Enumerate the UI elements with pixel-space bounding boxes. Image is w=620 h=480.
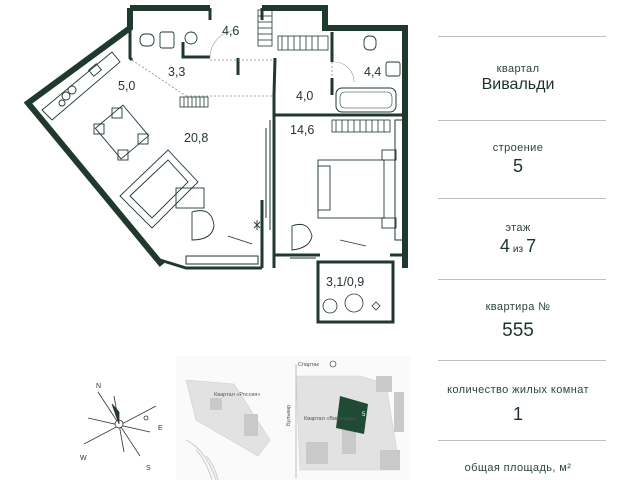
divider	[438, 120, 606, 121]
room-area-hall-top: 4,6	[222, 24, 239, 38]
building-value: 5	[512, 156, 523, 176]
floor-total: 7	[526, 236, 537, 256]
room-area-hallway: 4,0	[296, 89, 313, 103]
room-area-bath-small: 3,3	[168, 65, 185, 79]
divider	[438, 198, 606, 199]
floor-plan: 4,6 3,3 5,0 4,4 4,0 14,6 20,8 3,1/0,9 N …	[23, 5, 410, 480]
total-area-label: общая площадь, м²	[464, 462, 572, 474]
living-rooms-value: 1	[512, 404, 523, 424]
compass-e-label: E	[158, 425, 163, 432]
quarter-label: квартал	[496, 63, 540, 75]
room-area-bedroom: 14,6	[290, 123, 314, 137]
apartment-number-value: 555	[502, 320, 534, 341]
quarter-value: Вивальди	[481, 76, 555, 93]
floor-of-text: из	[512, 244, 524, 255]
map-label-quarter-vivaldi: Квартал «Вивальди»	[304, 416, 357, 422]
apartment-number-label: квартира №	[485, 301, 551, 313]
map-label-metro: Спартак	[298, 362, 319, 368]
compass-icon	[83, 391, 157, 457]
map-building-marker: 5	[362, 412, 366, 418]
room-area-living: 20,8	[184, 131, 208, 145]
site-map	[176, 356, 410, 480]
divider	[438, 279, 606, 280]
map-label-boulevard: Бульвар	[286, 405, 292, 426]
living-rooms-label: количество жилых комнат	[447, 384, 589, 396]
compass-w-label: W	[80, 455, 87, 462]
divider	[438, 440, 606, 441]
floor-label: этаж	[505, 222, 531, 234]
building-label: строение	[492, 142, 544, 154]
map-label-quarter-russia: Квартал «Россия»	[214, 392, 260, 398]
room-area-bathroom: 4,4	[364, 65, 381, 79]
room-area-kitchen-corner: 5,0	[118, 79, 135, 93]
compass-n-label: N	[96, 383, 101, 390]
divider	[438, 360, 606, 361]
floor-value: 4	[499, 236, 510, 256]
room-area-balcony: 3,1/0,9	[326, 275, 364, 289]
compass-s-label: S	[146, 465, 151, 472]
divider	[438, 36, 606, 37]
